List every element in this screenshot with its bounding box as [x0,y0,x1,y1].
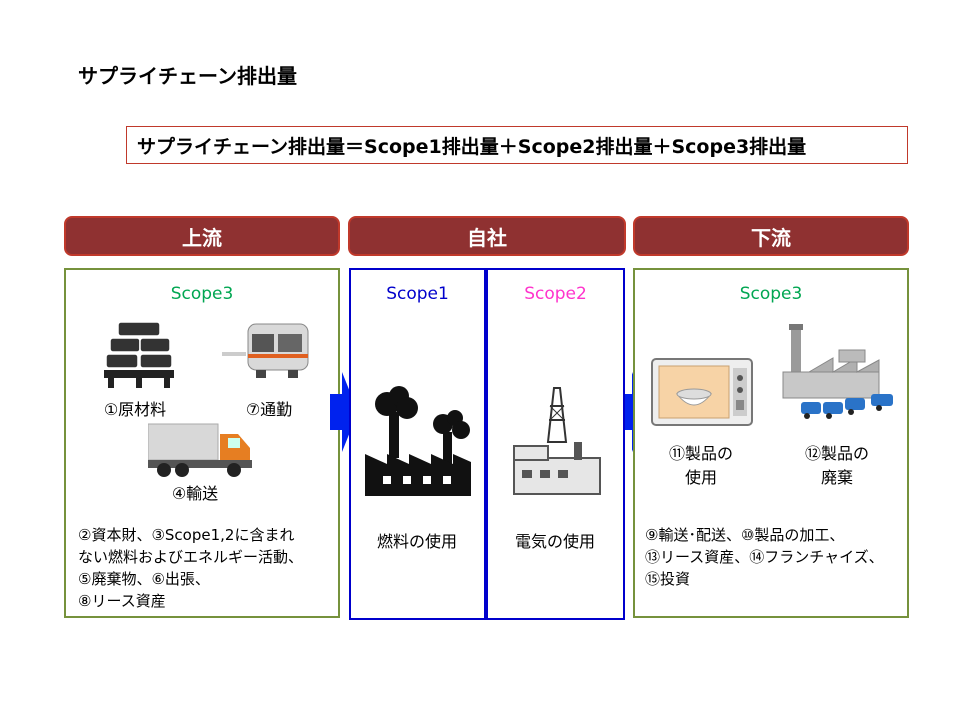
page-title: サプライチェーン排出量 [78,64,297,88]
downstream-scope-label: Scope3 [739,284,803,304]
upstream-panel: Scope3 ①原材料 ⑦通勤 ④輸送 ②資本財、③Scope1,2に含まれ な… [64,268,340,618]
downstream-panel: Scope3 ⑪製品の 使用 ⑫製品の 廃棄 ⑨輸送･配送、⑩製品の加工、 ⑬リ… [633,268,909,618]
stage-downstream: 下流 [633,216,909,256]
formula-box: サプライチェーン排出量＝Scope1排出量＋Scope2排出量＋Scope3排出… [126,126,908,164]
commuting-label: ⑦通勤 [245,400,293,419]
scope2-label: Scope2 [524,284,587,304]
raw-materials-icon [104,321,174,388]
stage-upstream: 上流 [64,216,340,256]
upstream-scope-label: Scope3 [170,284,234,304]
train-icon [222,323,309,378]
scope1-description: 燃料の使用 [376,532,457,551]
stage-company: 自社 [348,216,626,256]
downstream-description: ⑨輸送･配送、⑩製品の加工、 ⑬リース資産、⑭フランチャイズ、 ⑮投資 [645,526,884,588]
raw-materials-label: ①原材料 [103,400,167,419]
factory-smoke-icon [365,386,471,496]
microwave-icon [651,358,753,426]
arrow-right-icon [330,372,358,452]
scope1-label: Scope1 [386,284,449,304]
product-use-label: ⑪製品の 使用 [668,444,733,487]
scope2-panel: Scope2 電気の使用 [486,268,625,620]
product-disposal-label: ⑫製品の 廃棄 [804,444,869,487]
transport-label: ④輸送 [171,484,219,503]
scope1-panel: Scope1 燃料の使用 [349,268,486,620]
truck-icon [148,423,252,477]
factory-trucks-icon [782,324,893,419]
power-tower-icon [513,387,601,495]
upstream-description: ②資本財、③Scope1,2に含まれ ない燃料およびエネルギー活動、 ⑤廃棄物、… [78,526,304,610]
formula-text: サプライチェーン排出量＝Scope1排出量＋Scope2排出量＋Scope3排出… [137,135,807,158]
scope2-description: 電気の使用 [514,532,595,551]
